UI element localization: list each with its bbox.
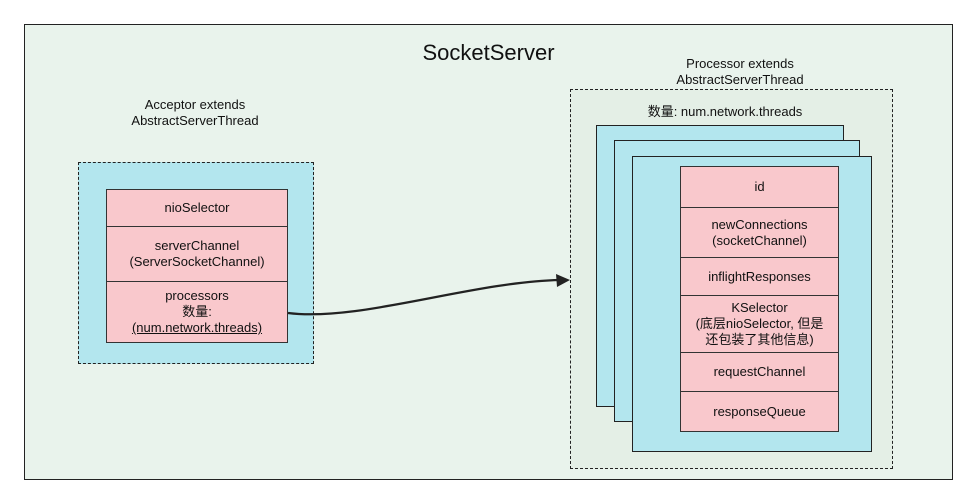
processor-count-label: 数量: num.network.threads (647, 104, 803, 119)
processors-label: processors (165, 288, 229, 303)
requestchannel-label: requestChannel (713, 364, 806, 379)
kselector-label: KSelector (731, 300, 788, 315)
processors-config-label: (num.network.threads) (131, 320, 263, 335)
serverchannel-type-label: (ServerSocketChannel) (129, 254, 265, 269)
processor-heading: Processor extends AbstractServerThread (630, 56, 850, 88)
responsequeue-label: responseQueue (713, 403, 806, 419)
processor-heading-line2: AbstractServerThread (676, 72, 804, 87)
serverchannel-label: serverChannel (154, 238, 240, 253)
kselector-note-line1: (底层nioSelector, 但是 (695, 316, 824, 331)
diagram-title: SocketServer (422, 40, 555, 65)
acceptor-field-processors: processors 数量: (num.network.threads) (106, 281, 288, 343)
acceptor-heading: Acceptor extends AbstractServerThread (90, 97, 300, 129)
newconnections-label: newConnections (711, 216, 808, 232)
acceptor-heading-line1: Acceptor extends (144, 97, 246, 112)
acceptor-heading-line2: AbstractServerThread (131, 113, 259, 128)
kselector-note-line2: 还包装了其他信息) (705, 332, 814, 347)
processors-count-label: 数量: (182, 304, 212, 319)
newconnections-type-label: (socketChannel) (712, 232, 807, 248)
acceptor-field-nioselector: nioSelector (106, 189, 288, 227)
id-label: id (754, 179, 765, 194)
arrowhead-icon (556, 274, 570, 287)
acceptor-field-serverchannel: serverChannel (ServerSocketChannel) (106, 226, 288, 282)
connector-path (287, 278, 561, 316)
nioselector-label: nioSelector (164, 200, 230, 215)
processor-field-inflightresponses: inflightResponses (680, 257, 839, 296)
processor-field-kselector: KSelector (底层nioSelector, 但是 还包装了其他信息) (680, 295, 839, 353)
processor-field-responsequeue: responseQueue (680, 391, 839, 432)
processor-heading-line1: Processor extends (686, 56, 794, 71)
processor-field-newconnections: newConnections (socketChannel) (680, 207, 839, 258)
inflightresponses-label: inflightResponses (708, 268, 811, 284)
